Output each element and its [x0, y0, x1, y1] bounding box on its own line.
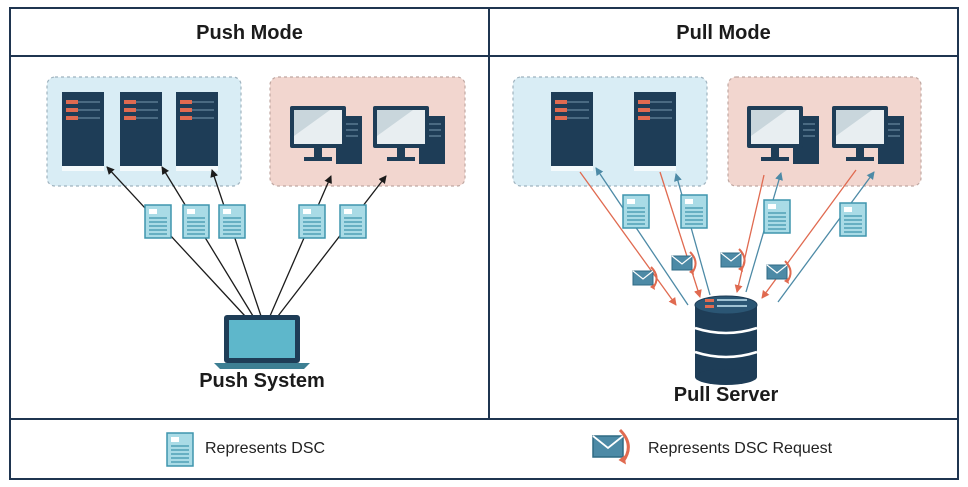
- envelope-icon: [632, 266, 658, 291]
- document-icon: [182, 204, 210, 239]
- envelope-icon: [720, 248, 746, 273]
- push-arrow: [210, 169, 262, 317]
- config-arrow: [674, 173, 711, 296]
- document-icon: [218, 204, 246, 239]
- legend-envelope-icon: [591, 428, 630, 466]
- request-arrow: [734, 174, 765, 293]
- pull-server-zone: [512, 76, 708, 187]
- push-arrow: [277, 175, 387, 317]
- laptop-icon: [214, 315, 310, 369]
- push-arrow: [161, 166, 254, 317]
- server-icon: [62, 92, 104, 171]
- legend-dsc-label: Represents DSC: [205, 440, 326, 457]
- server-icon: [634, 92, 676, 171]
- document-icon: [298, 204, 326, 239]
- document-icon: [680, 194, 708, 229]
- push-arrow: [269, 175, 332, 317]
- document-icon: [339, 204, 367, 239]
- request-arrow: [659, 171, 702, 298]
- envelope-icon: [766, 260, 792, 285]
- document-icon: [144, 204, 172, 239]
- push-mode-header: Push Mode: [196, 22, 303, 44]
- document-icon: [839, 202, 867, 237]
- push-system-label: Push System: [199, 370, 325, 392]
- push-arrow: [106, 166, 246, 317]
- server-icon: [120, 92, 162, 171]
- outer-border: [9, 7, 959, 480]
- server-icon: [176, 92, 218, 171]
- pull-server-label: Pull Server: [673, 384, 779, 406]
- envelope-icon: [671, 251, 697, 276]
- database-icon: [694, 295, 758, 385]
- legend-document-icon: [166, 432, 194, 467]
- legend-dsc-request-label: Represents DSC Request: [648, 440, 833, 457]
- document-icon: [622, 194, 650, 229]
- config-arrow: [777, 171, 875, 303]
- pull-mode-header: Pull Mode: [676, 22, 771, 44]
- document-icon: [763, 199, 791, 234]
- server-icon: [551, 92, 593, 171]
- request-arrow: [579, 171, 677, 306]
- config-arrow: [595, 167, 689, 306]
